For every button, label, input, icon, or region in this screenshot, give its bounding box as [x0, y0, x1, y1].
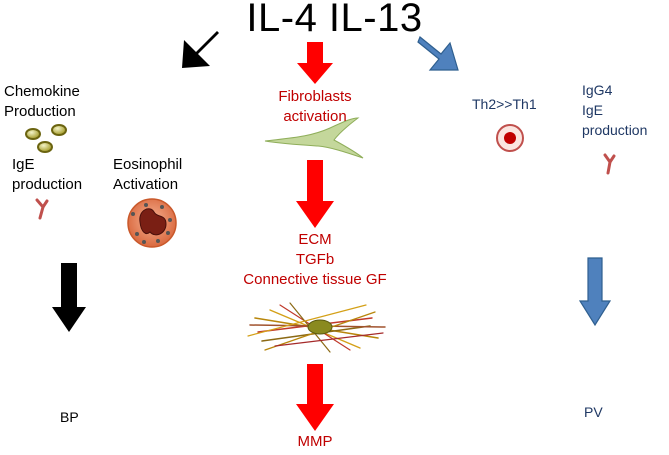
arrow-left-down — [52, 263, 86, 332]
eosinophil-activation-label: Eosinophil Activation — [113, 155, 182, 195]
factor-ecm: ECM — [298, 231, 332, 248]
fibroblast-icon — [264, 117, 364, 159]
arrow-left-diagonal — [182, 31, 219, 68]
arrow-center-2 — [296, 160, 334, 228]
connective-tissue-icon — [247, 302, 386, 353]
ige-line-2: production — [12, 176, 83, 193]
eosinophil-icon — [127, 198, 177, 248]
chemokine-production-label: Chemokine Production — [4, 82, 80, 122]
chemokine-line-2: Production — [4, 103, 76, 120]
ige-line-1: IgE — [12, 156, 35, 173]
antibody-line-2: IgE — [582, 102, 604, 118]
factor-tgfb: TGFb — [295, 251, 335, 268]
fibroblasts-line-1: Fibroblasts — [278, 88, 352, 105]
ecm-factors-label: ECM TGFb Connective tissue GF — [215, 230, 415, 290]
chemokine-bubbles-icon — [25, 124, 67, 153]
igg4-ige-production-label: IgG4 IgE production — [582, 80, 647, 140]
arrow-center-1 — [297, 42, 333, 84]
pv-outcome-label: PV — [584, 404, 603, 420]
bp-outcome-label: BP — [60, 409, 79, 425]
antibody-y-icon-right — [603, 153, 616, 175]
fibroblasts-activation-label: Fibroblasts activation — [245, 87, 385, 127]
eosinophil-line-2: Activation — [113, 176, 179, 193]
antibody-y-icon-left — [35, 198, 49, 220]
fibroblasts-line-2: activation — [283, 108, 347, 125]
th2-th1-label: Th2>>Th1 — [472, 96, 537, 112]
antibody-line-3: production — [582, 122, 648, 138]
factor-connective-tissue-gf: Connective tissue GF — [243, 271, 387, 288]
diagram-title: IL-4 IL-13 — [246, 0, 423, 40]
ige-production-label-left: IgE production — [12, 155, 82, 195]
antibody-line-1: IgG4 — [582, 82, 613, 98]
arrow-center-3 — [296, 364, 334, 431]
arrow-right-diagonal — [417, 36, 459, 71]
eosinophil-line-1: Eosinophil — [113, 156, 183, 173]
th-cell-icon — [496, 124, 524, 152]
chemokine-line-1: Chemokine — [4, 83, 80, 100]
mmp-outcome-label: MMP — [297, 433, 333, 450]
arrow-right-down — [578, 257, 612, 327]
